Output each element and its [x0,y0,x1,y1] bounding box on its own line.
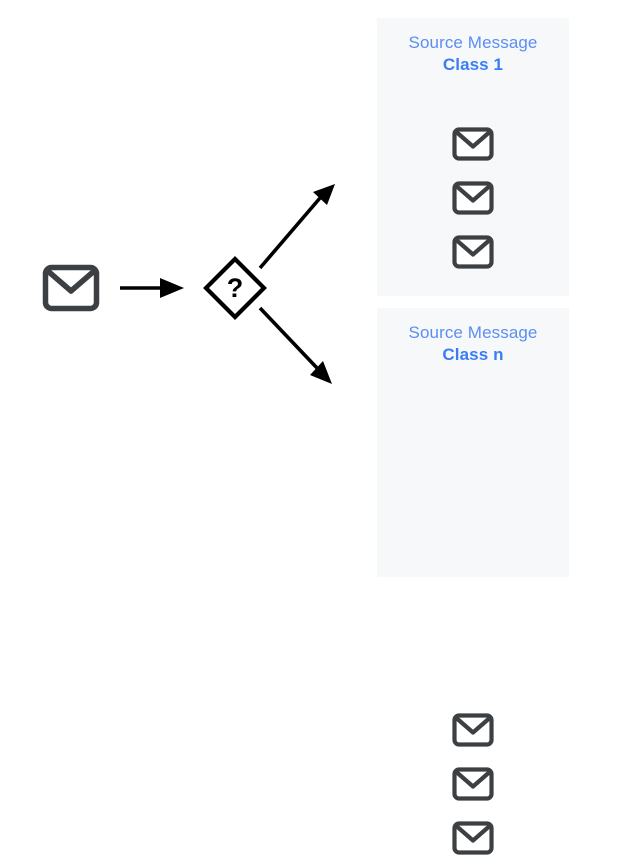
class-n-message-list [377,708,569,860]
class-n-heading-line-1: Source Message [408,323,538,342]
class-1-heading-line-2: Class 1 [442,54,504,74]
arrow-classifier-to-class-n [258,306,332,384]
class-panel-class-1: Source Message Class 1 [377,18,569,296]
classifier-question-mark: ? [227,273,244,303]
flow-arrows-group [120,184,335,384]
class-1-message-list [377,122,569,274]
class-n-heading: Source Message Class n [377,322,569,366]
envelope-icon [452,127,494,161]
envelope-icon [452,235,494,269]
envelope-icon [452,767,494,801]
class-1-heading-line-1: Source Message [408,33,538,52]
arrow-classifier-to-class-1 [258,184,335,270]
class-1-heading: Source Message Class 1 [377,32,569,76]
diagram-canvas: ? Source Message Class 1 Source Messag [42,18,569,855]
envelope-icon [452,181,494,215]
source-envelope-icon [42,264,100,312]
class-n-heading-line-2: Class n [442,344,504,364]
arrow-source-to-classifier [120,278,184,298]
decision-diamond-icon[interactable]: ? [201,254,269,322]
class-panel-class-n: Source Message Class n [377,308,569,855]
envelope-icon [452,821,494,855]
envelope-icon [452,713,494,747]
